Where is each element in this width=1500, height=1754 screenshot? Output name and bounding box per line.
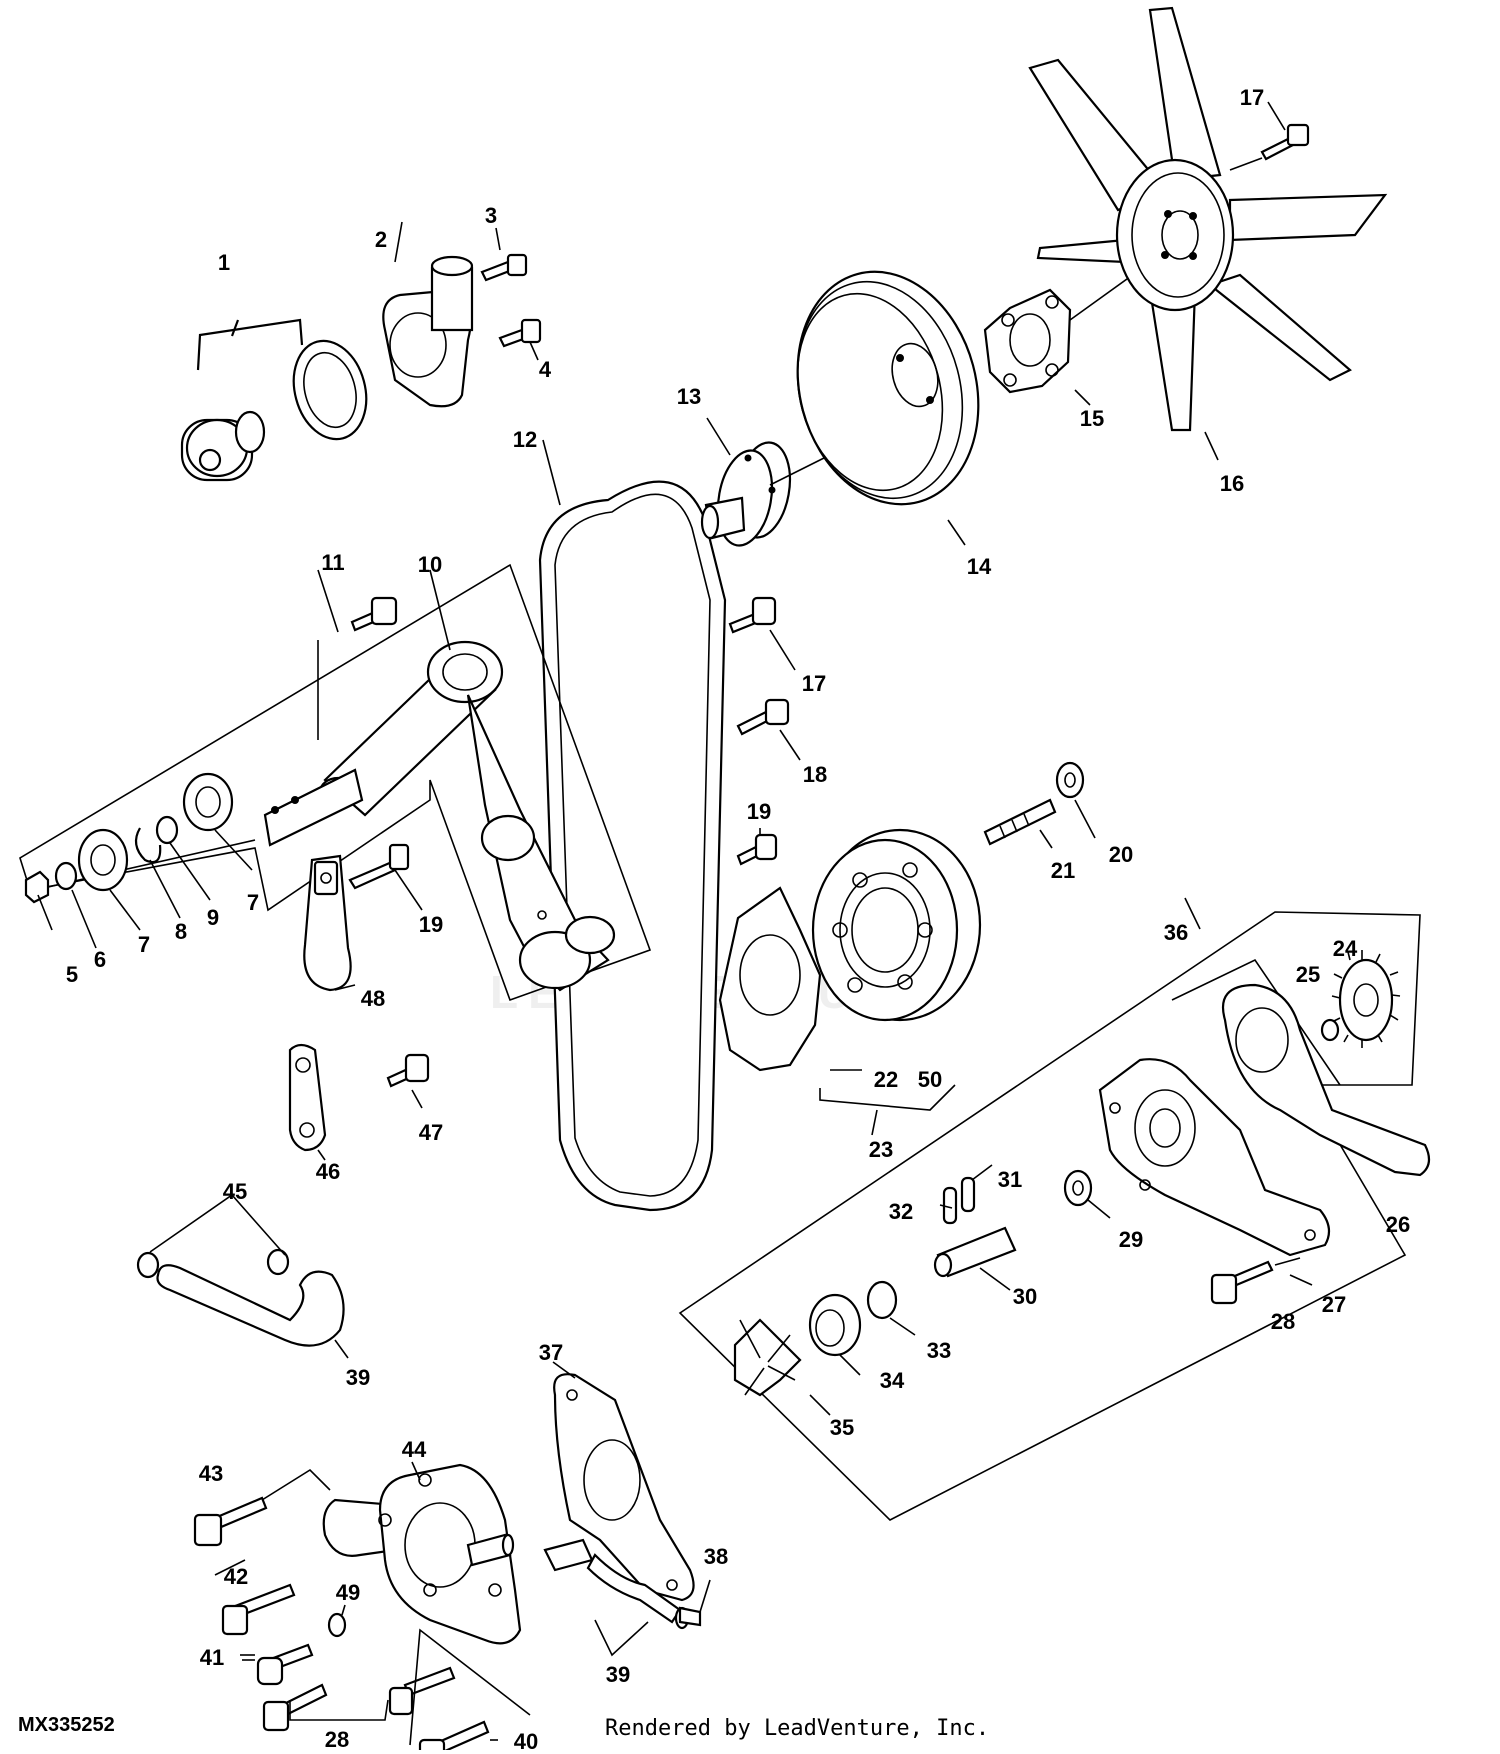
callout-27: 27: [1321, 1292, 1347, 1317]
callout-50: 50: [917, 1067, 943, 1092]
callout-49: 49: [335, 1580, 361, 1605]
callout-14: 14: [966, 554, 992, 579]
callout-23: 23: [868, 1137, 894, 1162]
callout-9: 9: [206, 905, 220, 930]
callout-15: 15: [1079, 406, 1105, 431]
bolt-17-top: [1229, 101, 1310, 171]
callout-47: 47: [418, 1120, 444, 1145]
water-pump-gasket: [552, 1361, 695, 1602]
callout-26: 26: [1385, 1212, 1411, 1237]
callout-3: 3: [484, 203, 498, 228]
callout-17a: 17: [1239, 85, 1265, 110]
water-pump-group: [678, 897, 1431, 1521]
callout-25: 25: [1295, 962, 1321, 987]
callout-2: 2: [374, 227, 388, 252]
callout-42: 42: [223, 1564, 249, 1589]
callout-28b: 28: [324, 1727, 350, 1752]
callout-38: 38: [703, 1544, 729, 1569]
bolts-center: [728, 596, 801, 866]
fan-spacer: [983, 247, 1171, 406]
thermostat-housing: [382, 221, 542, 408]
cooling-fan: [1028, 6, 1388, 461]
callout-20: 20: [1108, 842, 1134, 867]
callout-39b: 39: [605, 1662, 631, 1687]
callout-18: 18: [802, 762, 828, 787]
callout-37: 37: [538, 1340, 564, 1365]
callout-13: 13: [676, 384, 702, 409]
callout-39a: 39: [345, 1365, 371, 1390]
callout-28a: 28: [1270, 1309, 1296, 1334]
callout-19b: 19: [418, 912, 444, 937]
callout-33: 33: [926, 1338, 952, 1363]
callout-7b: 7: [246, 890, 260, 915]
callout-31: 31: [997, 1167, 1023, 1192]
bypass-hose: [136, 1193, 349, 1359]
fan-belt: [538, 439, 727, 1212]
callout-10: 10: [417, 552, 443, 577]
callout-30: 30: [1012, 1284, 1038, 1309]
water-pump-body: [193, 1461, 531, 1750]
callout-12: 12: [512, 427, 538, 452]
idler-assembly: [19, 563, 652, 1002]
callout-22: 22: [873, 1067, 899, 1092]
thermostat-group: [180, 318, 368, 482]
callout-17b: 17: [801, 671, 827, 696]
callout-8: 8: [174, 919, 188, 944]
stud-and-nut: [983, 761, 1096, 849]
callout-32: 32: [888, 1199, 914, 1224]
callout-1: 1: [217, 250, 231, 275]
callout-11: 11: [321, 550, 345, 575]
callout-5: 5: [65, 962, 79, 987]
figure-id: MX335252: [18, 1714, 115, 1736]
callout-36: 36: [1163, 920, 1189, 945]
crankshaft-pulley: [718, 828, 982, 1136]
callout-35: 35: [829, 1415, 855, 1440]
callout-6: 6: [93, 947, 107, 972]
callout-43: 43: [198, 1461, 224, 1486]
callout-46: 46: [315, 1159, 341, 1184]
callout-34: 34: [879, 1368, 905, 1393]
callout-16: 16: [1219, 471, 1245, 496]
callout-45: 45: [222, 1179, 248, 1204]
callout-40: 40: [513, 1729, 539, 1754]
callout-19a: 19: [746, 799, 772, 824]
callout-21: 21: [1050, 858, 1076, 883]
fan-pulley: [796, 270, 980, 546]
callout-24: 24: [1332, 936, 1358, 961]
misc-leaders: [214, 1559, 255, 1656]
callout-29: 29: [1118, 1227, 1144, 1252]
render-credit: Rendered by LeadVenture, Inc.: [605, 1716, 990, 1741]
plate-and-bolt: [288, 1043, 430, 1161]
lower-hose: [543, 1538, 711, 1657]
callout-48: 48: [360, 986, 386, 1011]
callout-4: 4: [538, 357, 552, 382]
callout-44: 44: [401, 1437, 427, 1462]
callout-7a: 7: [137, 932, 151, 957]
callout-41: 41: [199, 1645, 225, 1670]
